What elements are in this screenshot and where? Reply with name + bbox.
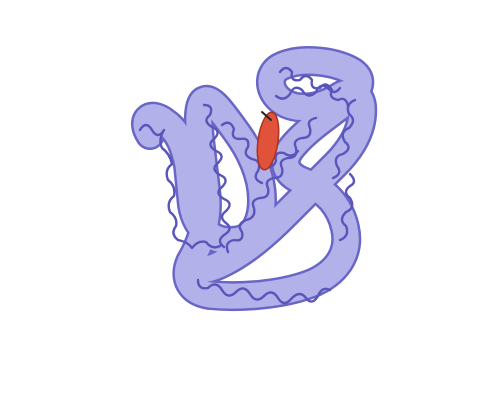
alpha-helix-squiggle [138,123,222,250]
alpha-helix-squiggle [220,121,264,185]
alpha-helix-squiggle [225,116,318,254]
heme-group [256,111,280,171]
alpha-helix-squiggles [138,66,357,305]
alpha-helix-squiggle [196,278,332,305]
alpha-helix-squiggle [260,149,300,169]
polypeptide-tube [131,46,378,312]
iron-marker [261,111,272,121]
alpha-helix-squiggle [338,172,356,242]
alpha-helix-squiggle [278,66,350,108]
alpha-helix-squiggle [274,84,342,100]
alpha-helix-squiggle [202,103,231,249]
alpha-helix-squiggle [331,98,357,180]
